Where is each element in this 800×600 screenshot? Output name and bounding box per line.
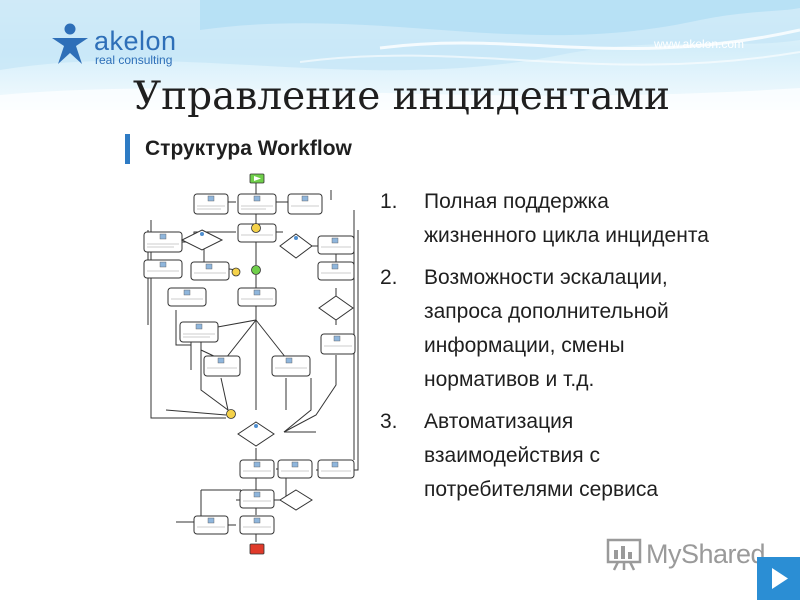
section-subtitle: Структура Workflow — [145, 137, 352, 160]
list-item-number: 2. — [380, 266, 398, 289]
play-next-icon — [772, 568, 788, 589]
list-item-text: Возможности эскалации, запроса дополните… — [424, 266, 669, 391]
site-url-link[interactable]: www.akelon.com — [654, 37, 745, 51]
akelon-logo[interactable]: akelon real consulting — [50, 22, 190, 72]
logo-name: akelon — [94, 26, 177, 56]
list-item-text: Полная поддержка жизненного цикла инциде… — [424, 190, 709, 247]
presentation-screen-icon — [606, 538, 642, 571]
page-title: Управление инцидентами — [133, 74, 670, 119]
list-item-number: 1. — [380, 190, 398, 213]
list-item: 1. Полная поддержка жизненного цикла инц… — [380, 185, 725, 253]
feature-list: 1. Полная поддержка жизненного цикла инц… — [380, 185, 725, 515]
list-item: 3. Автоматизация взаимодействия с потреб… — [380, 405, 725, 507]
list-item-text: Автоматизация взаимодействия с потребите… — [424, 410, 659, 501]
watermark-text: MyShared — [646, 539, 766, 569]
subtitle-accent-bar — [125, 134, 130, 164]
list-item: 2. Возможности эскалации, запроса дополн… — [380, 261, 725, 397]
person-star-icon — [52, 23, 88, 64]
myshared-watermark: MyShared — [606, 536, 766, 576]
header-waves-decoration — [0, 0, 800, 110]
list-item-number: 3. — [380, 410, 398, 433]
next-slide-button[interactable] — [757, 557, 800, 600]
logo-tagline: real consulting — [95, 53, 173, 67]
workflow-diagram — [143, 173, 359, 555]
header-banner: akelon real consulting www.akelon.com — [0, 0, 800, 110]
